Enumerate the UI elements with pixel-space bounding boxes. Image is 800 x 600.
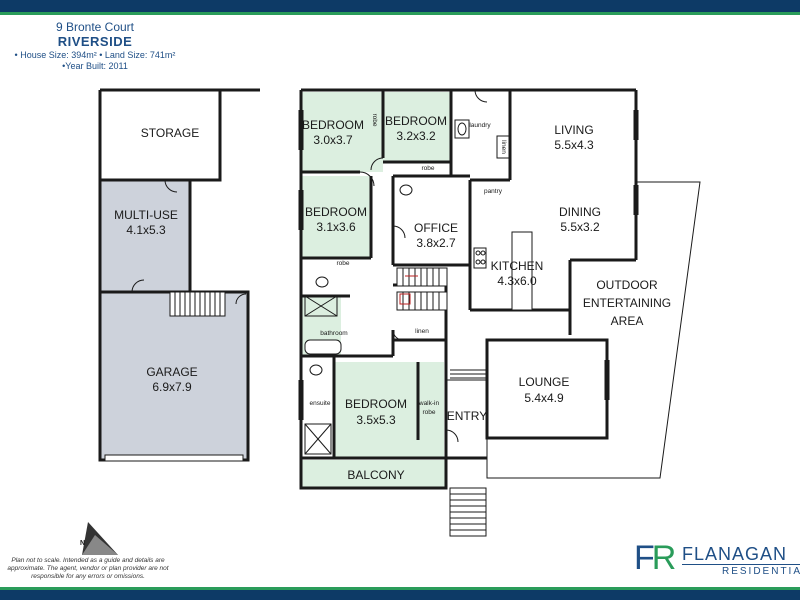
pantry-label: pantry <box>484 188 503 195</box>
brand-logo: FR FLANAGAN RESIDENTIAL <box>630 538 800 584</box>
brand-name: FLANAGAN <box>682 544 788 564</box>
door-arc <box>235 293 247 305</box>
kitchen-label: KITCHEN <box>491 259 544 273</box>
multi-use-fill <box>100 180 190 292</box>
outdoor-label-3: AREA <box>611 314 644 328</box>
property-address: 9 Bronte Court <box>55 20 135 34</box>
bedroom1-size: 3.0x3.7 <box>313 133 353 147</box>
robe-label-3: robe <box>336 260 349 267</box>
top-band <box>0 0 800 12</box>
lounge-walls <box>485 338 609 440</box>
property-header: 9 Bronte Court RIVERSIDE • House Size: 3… <box>0 20 190 72</box>
garage-fill <box>100 292 248 460</box>
shower <box>304 295 338 317</box>
west-exterior-wall <box>299 90 448 490</box>
entry-walls <box>444 340 487 460</box>
bottom-band <box>0 590 800 600</box>
laundry-label: laundry <box>469 122 491 129</box>
garage-door <box>104 454 244 462</box>
outdoor-label-1: OUTDOOR <box>596 278 658 292</box>
door-arc <box>164 179 178 193</box>
dining-label: DINING <box>559 205 601 219</box>
balcony-label: BALCONY <box>347 468 404 482</box>
robe-label-2: robe <box>421 165 434 172</box>
multi-use-size: 4.1x5.3 <box>126 223 166 237</box>
brand-subtitle: RESIDENTIAL <box>722 566 800 577</box>
linen-cupboard <box>496 135 510 159</box>
outdoor-area-outline <box>486 181 701 479</box>
internal-stairs <box>396 267 448 311</box>
ensuite-label: ensuite <box>310 400 331 407</box>
living-label: LIVING <box>554 123 593 137</box>
cooktop <box>473 247 487 269</box>
outdoor-label-2: ENTERTAINING <box>583 296 671 310</box>
bathroom-toilet <box>315 276 329 288</box>
garage-stairs <box>169 291 226 317</box>
brand-rule <box>682 564 800 565</box>
master-bedroom-label: BEDROOM <box>345 397 407 411</box>
linen-label-1: linen <box>500 140 507 154</box>
bedroom2-label: BEDROOM <box>385 114 447 128</box>
top-accent-line <box>0 12 800 15</box>
bathtub <box>304 339 342 355</box>
office-label: OFFICE <box>414 221 458 235</box>
multi-use-label: MULTI-USE <box>114 208 178 222</box>
office-size: 3.8x2.7 <box>416 236 456 250</box>
disclaimer-text: Plan not to scale. Intended as a guide a… <box>7 557 169 580</box>
bedroom3-label: BEDROOM <box>305 205 367 219</box>
ensuite-shower <box>304 423 332 455</box>
lounge-size: 5.4x4.9 <box>524 391 564 405</box>
dining-size: 5.5x3.2 <box>560 220 600 234</box>
bedroom1-label: BEDROOM <box>302 118 364 132</box>
laundry-tub <box>454 119 470 139</box>
north-arrow-icon: N <box>80 522 118 555</box>
living-size: 5.5x4.3 <box>554 138 594 152</box>
master-bedroom-size: 3.5x5.3 <box>356 413 396 427</box>
entry-label: ENTRY <box>447 409 487 423</box>
kitchen-size: 4.3x6.0 <box>497 274 537 288</box>
garage-label: GARAGE <box>146 365 197 379</box>
ensuite-toilet <box>309 364 323 376</box>
garage-size: 6.9x7.9 <box>152 380 192 394</box>
bathroom-label: bathroom <box>320 330 347 337</box>
entry-stairs <box>450 369 486 379</box>
north-label: N <box>80 540 85 547</box>
walk-in-label-1: walk-in <box>418 400 440 407</box>
brand-monogram: FR <box>634 539 676 577</box>
robe-label-1: robe <box>371 113 378 126</box>
room-fills <box>301 92 451 488</box>
door-arcs <box>359 89 488 443</box>
property-suburb: RIVERSIDE <box>57 34 133 49</box>
powder-toilet <box>399 184 413 196</box>
bedroom2-size: 3.2x3.2 <box>396 129 436 143</box>
storage-label: STORAGE <box>141 126 199 140</box>
property-year-built: •Year Built: 2011 <box>62 61 128 71</box>
walk-in-label-2: robe <box>422 409 435 416</box>
kitchen-island <box>511 231 533 311</box>
linen-label-2: linen <box>415 328 429 335</box>
bedroom3-size: 3.1x3.6 <box>316 220 356 234</box>
door-arc <box>131 279 145 293</box>
bottom-accent-line <box>0 587 800 590</box>
window-marks <box>298 110 639 420</box>
front-stairs <box>449 487 487 537</box>
lounge-label: LOUNGE <box>519 375 570 389</box>
property-sizes: • House Size: 394m² • Land Size: 741m² <box>14 50 176 60</box>
